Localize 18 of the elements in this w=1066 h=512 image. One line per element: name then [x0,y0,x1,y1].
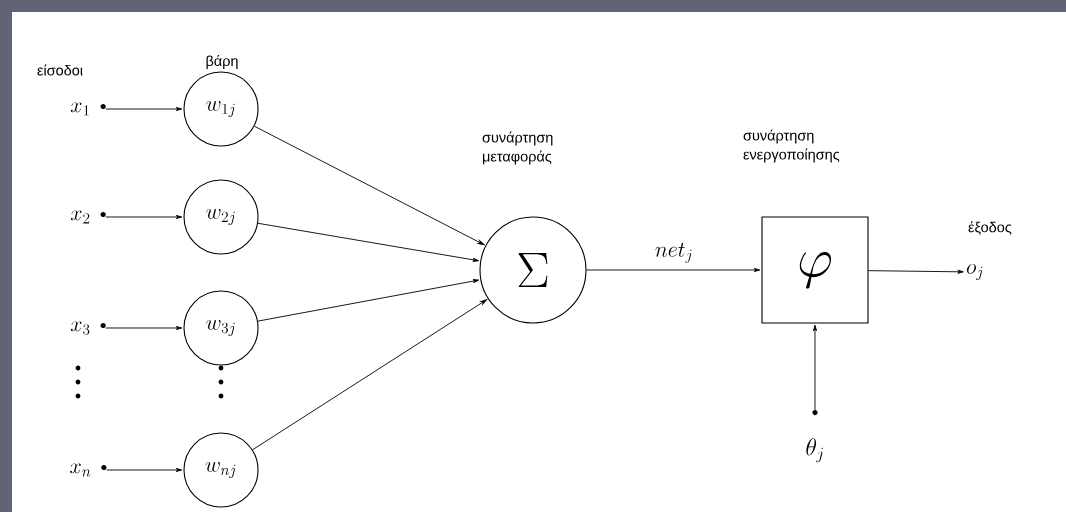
activation-box: $\varphi$ [761,216,869,324]
arrow [105,107,183,111]
heading-text: συνάρτηση ενεργοποίησης [743,129,840,163]
arrow [252,299,487,451]
arrow [868,269,964,274]
arrow [106,468,183,472]
arrow [257,222,479,262]
output-symbol: $o_j$ [966,263,983,280]
column-heading: είσοδοι [37,64,83,76]
arrow [813,324,817,411]
arrow [586,268,761,272]
heading-text: συνάρτηση μεταφοράς [482,131,553,165]
arrow [105,326,183,330]
arrow [257,279,480,322]
arrow [105,215,183,219]
heading-text: έξοδος [968,221,1012,235]
edge-label: $net_j$ [655,242,692,263]
arrow [253,125,485,246]
